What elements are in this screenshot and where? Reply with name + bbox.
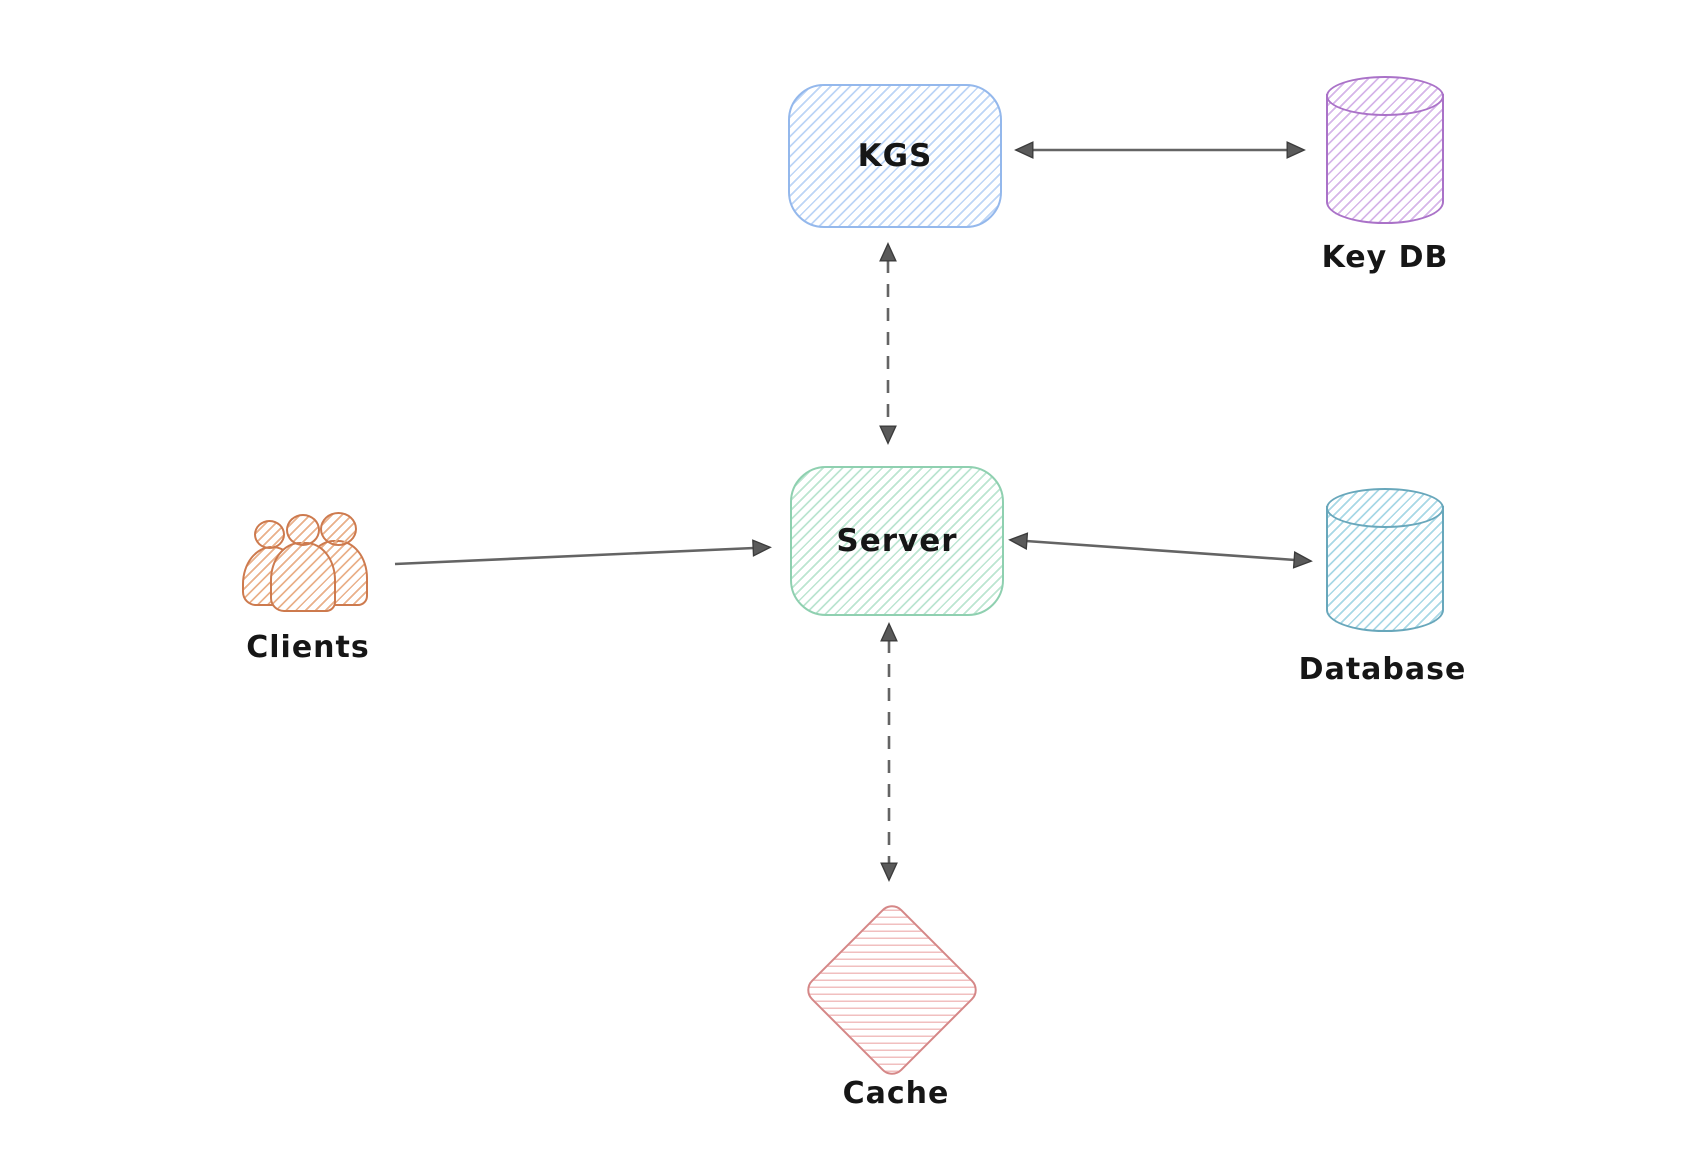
cylinder-top [1326,488,1444,528]
person-head-icon [320,512,357,546]
node-database [1326,488,1444,632]
cylinder-top [1326,76,1444,116]
node-database-label: Database [1298,652,1467,687]
clients-people-icon [242,512,368,614]
node-kgs-label: KGS [857,138,933,174]
person-head-icon [286,514,320,546]
node-clients-label: Clients [246,630,370,665]
node-server: Server [790,466,1004,616]
node-cache [801,899,983,1081]
person-head-icon [254,520,285,549]
edge-clients-server [394,539,772,566]
node-cache-label: Cache [842,1076,950,1111]
node-server-label: Server [836,523,958,559]
node-kgs: KGS [788,84,1002,228]
edge-server-database [1008,532,1313,569]
person-body-icon [270,542,336,612]
node-key-db-label: Key DB [1321,240,1449,275]
node-key-db [1326,76,1444,224]
